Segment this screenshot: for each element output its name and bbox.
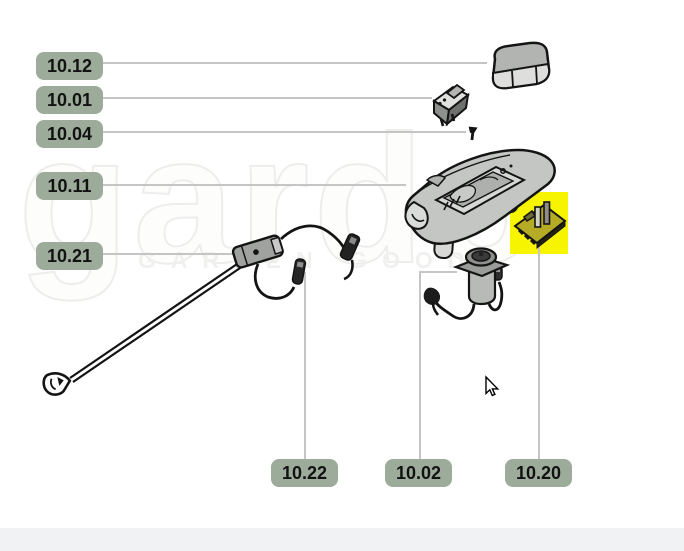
switch-housing-part[interactable] <box>404 148 556 260</box>
leader-line-10-02-h <box>419 271 457 273</box>
part-label-10-12[interactable]: 10.12 <box>36 52 103 80</box>
leader-line-10-11 <box>103 184 406 186</box>
leader-line-10-01 <box>103 97 432 99</box>
rocker-switch-part[interactable] <box>432 83 470 127</box>
part-label-10-20[interactable]: 10.20 <box>505 459 572 487</box>
leader-line-10-22 <box>304 272 306 459</box>
mouse-cursor <box>485 375 500 397</box>
part-label-10-22[interactable]: 10.22 <box>271 459 338 487</box>
push-button-switch-part[interactable] <box>423 247 511 320</box>
screw-part[interactable] <box>467 126 478 141</box>
leader-line-10-02-v <box>419 271 421 459</box>
circuit-board-part[interactable] <box>513 201 567 250</box>
part-label-10-04[interactable]: 10.04 <box>36 120 103 148</box>
harness-right-connector <box>339 233 361 261</box>
leader-line-10-20 <box>538 243 540 459</box>
part-label-10-11[interactable]: 10.11 <box>36 172 103 200</box>
cable-harness-part[interactable] <box>42 224 361 396</box>
cover-cap-part[interactable] <box>491 41 551 90</box>
bottom-bar <box>0 528 684 551</box>
part-label-10-02[interactable]: 10.02 <box>385 459 452 487</box>
leader-line-10-21 <box>103 253 262 255</box>
part-label-10-21[interactable]: 10.21 <box>36 242 103 270</box>
part-label-10-01[interactable]: 10.01 <box>36 86 103 114</box>
leader-line-10-04 <box>103 131 466 133</box>
leader-line-10-12 <box>103 62 487 64</box>
harness-middle-connector <box>291 258 307 285</box>
